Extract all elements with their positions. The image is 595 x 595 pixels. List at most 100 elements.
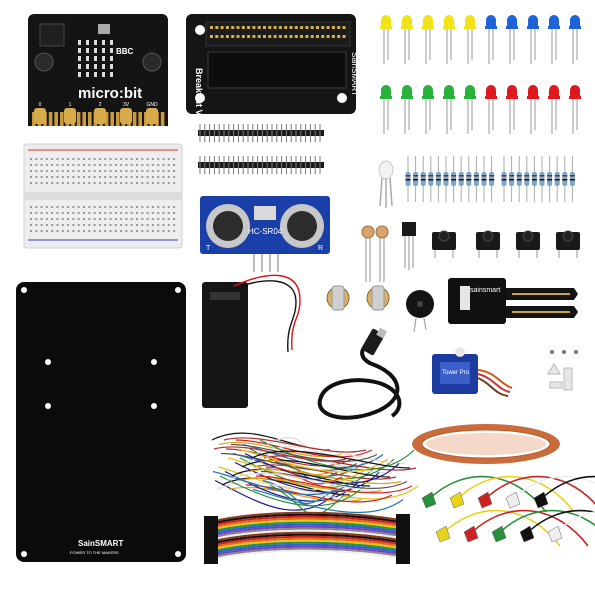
small-components (361, 160, 416, 282)
moisture-sensor: sainsmart (448, 278, 578, 324)
transistor-icon (402, 222, 416, 236)
matrix-led (94, 56, 97, 61)
matrix-led (78, 40, 81, 45)
microbit-led-matrix (78, 40, 113, 77)
matrix-led (102, 40, 105, 45)
led-icon (528, 15, 538, 26)
button-a-icon (34, 52, 54, 72)
matrix-led (110, 72, 113, 77)
matrix-led (86, 64, 89, 69)
led-icon (528, 85, 538, 96)
led-icon (507, 15, 517, 26)
alligator-clips (421, 475, 595, 547)
matrix-led (102, 48, 105, 53)
microbit-pin-label: GND (146, 102, 158, 108)
microbit-pin-labels: 0 1 2 3V GND (39, 102, 158, 108)
matrix-led (110, 56, 113, 61)
led-icon (465, 85, 475, 96)
sensor-model-label: HC-SR04 (248, 227, 283, 236)
alligator-clip-icon (491, 525, 507, 543)
plate-slogan-label: POWER TO THE MAKERS (70, 550, 119, 555)
alligator-clip-icon (519, 525, 535, 543)
microbit-pin-label: 0 (39, 102, 42, 108)
alligator-clip-icon (421, 491, 437, 509)
led-icon (402, 85, 412, 96)
header-pin-strips (198, 124, 324, 174)
alligator-clip-icon (505, 491, 521, 509)
matrix-led (102, 72, 105, 77)
matrix-led (78, 72, 81, 77)
matrix-led (110, 40, 113, 45)
led-icon (570, 15, 580, 26)
alligator-clip-icon (435, 525, 451, 543)
led-icon (465, 15, 475, 26)
led-icon (549, 15, 559, 26)
led-icon (402, 15, 412, 26)
plate-brand-label: SainSMART (78, 539, 123, 548)
alligator-clip-icon (449, 491, 465, 509)
led-icon (444, 85, 454, 96)
acrylic-base-plate: SainSMART POWER TO THE MAKERS (16, 282, 186, 562)
breakout-header-pins (210, 26, 346, 38)
microbit-edge-pads (32, 108, 165, 126)
servo-motor: Tower Pro (432, 347, 578, 397)
alligator-clip-icon (477, 491, 493, 509)
jumper-wires (211, 432, 419, 516)
breadboard-holes (30, 158, 176, 232)
breakout-board: Breakout V1.0 SainSMART (186, 14, 359, 128)
matrix-led (86, 40, 89, 45)
alligator-clip-icon (533, 491, 549, 509)
matrix-led (110, 64, 113, 69)
microbit-bbc-label: BBC (116, 47, 134, 56)
buzzer (406, 290, 434, 333)
push-buttons (432, 230, 580, 258)
led-icon (486, 15, 496, 26)
matrix-led (102, 64, 105, 69)
matrix-led (86, 72, 89, 77)
microbit-pin-label: 2 (99, 102, 102, 108)
photoresistor-icon (361, 225, 375, 239)
copper-tape (412, 424, 560, 464)
matrix-led (94, 48, 97, 53)
led-array (380, 15, 581, 134)
ribbon-cable (204, 511, 410, 564)
button-b-icon (142, 52, 162, 72)
potentiometer-pair (326, 285, 390, 311)
led-icon (381, 15, 391, 26)
usb-cable (317, 327, 402, 420)
matrix-led (94, 64, 97, 69)
led-icon (486, 85, 496, 96)
ultrasonic-sensor: HC-SR04 T R (200, 196, 330, 272)
matrix-led (78, 48, 81, 53)
sensor-pin-t-label: T (206, 245, 211, 252)
breadboard (23, 143, 183, 249)
led-icon (423, 85, 433, 96)
led-icon (381, 85, 391, 96)
led-icon (423, 15, 433, 26)
resistor-set (405, 156, 575, 202)
matrix-led (102, 56, 105, 61)
matrix-led (86, 56, 89, 61)
led-icon (507, 85, 517, 96)
matrix-led (94, 72, 97, 77)
matrix-led (86, 48, 89, 53)
breakout-brand-label: SainSMART (350, 52, 359, 96)
alligator-clip-icon (463, 525, 479, 543)
matrix-led (110, 48, 113, 53)
microbit-brand-label: micro:bit (78, 85, 142, 102)
led-icon (570, 85, 580, 96)
matrix-led (94, 40, 97, 45)
battery-holder (202, 274, 301, 408)
matrix-led (78, 56, 81, 61)
microbit-pin-label: 3V (123, 102, 130, 108)
led-icon (444, 15, 454, 26)
moisture-brand-label: sainsmart (470, 287, 500, 294)
alligator-clip-icon (547, 525, 563, 543)
breakout-version-label: Breakout V1.0 (194, 68, 204, 128)
microbit-board: BBC micro:bit (28, 14, 168, 126)
matrix-led (78, 64, 81, 69)
microbit-pin-label: 1 (69, 102, 72, 108)
sensor-pin-r-label: R (318, 245, 323, 252)
servo-brand-label: Tower Pro (442, 370, 470, 376)
